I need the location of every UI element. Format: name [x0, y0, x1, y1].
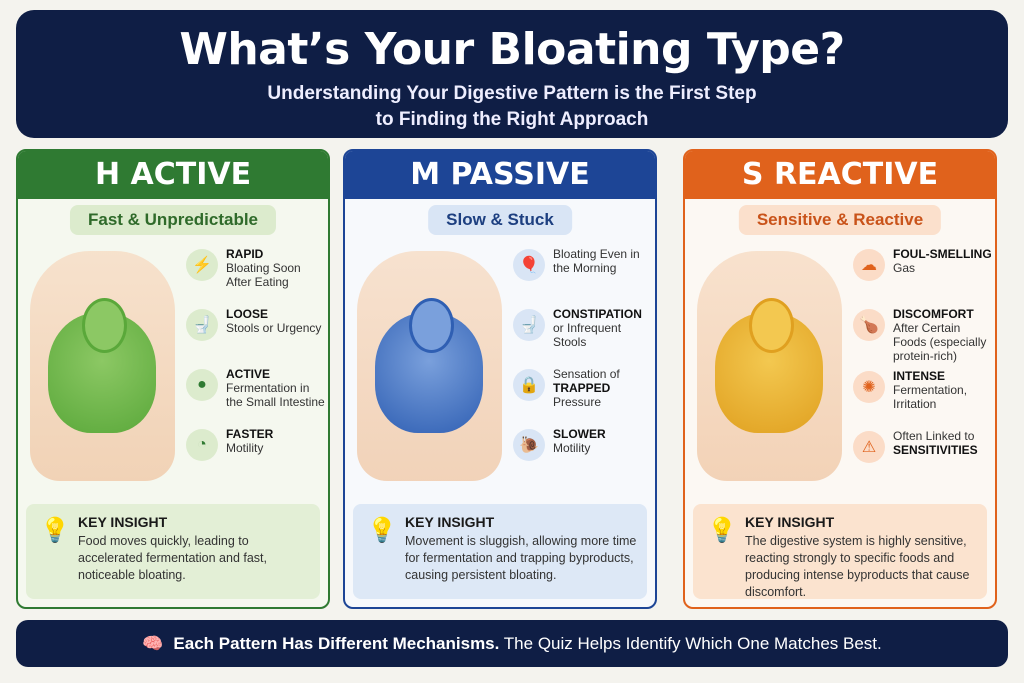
panel-subtitle: Sensitive & Reactive [738, 205, 942, 235]
symptom-text: Bloating Even in the Morning [553, 247, 640, 275]
symptom-text: Often Linked to [893, 429, 975, 443]
footer-text: The Quiz Helps Identify Which One Matche… [503, 633, 882, 653]
symptom-keyword: FOUL-SMELLING [893, 247, 992, 261]
key-insight-title: KEY INSIGHT [78, 514, 168, 530]
page-title: What’s Your Bloating Type? [179, 24, 845, 75]
symptom-detail: Bloating Soon After Eating [226, 261, 301, 289]
panel-title: M PASSIVE [345, 151, 655, 199]
symptom-detail: or Infrequent Stools [553, 321, 622, 349]
symptom-detail: Fermentation in the Small Intestine [226, 381, 325, 409]
footer-banner: 🧠 Each Pattern Has Different Mechanisms.… [16, 620, 1008, 667]
digestive-illustration [691, 243, 851, 483]
lightbulb-icon: 💡 [707, 517, 737, 544]
symptom-keyword: FASTER [226, 427, 274, 441]
panel-subtitle: Slow & Stuck [428, 205, 572, 235]
key-insight-box: 💡 KEY INSIGHT Food moves quickly, leadin… [26, 504, 320, 599]
symptom-keyword: SENSITIVITIES [893, 443, 978, 457]
symptom-detail: Fermentation, Irritation [893, 383, 968, 411]
key-insight-text: Movement is sluggish, allowing more time… [405, 534, 637, 582]
symptom-icon: 🔒 [513, 369, 545, 401]
symptom-keyword: INTENSE [893, 369, 946, 383]
symptom-keyword: CONSTIPATION [553, 307, 642, 321]
key-insight-text: The digestive system is highly sensitive… [745, 534, 970, 599]
header-banner: What’s Your Bloating Type? Understanding… [16, 10, 1008, 138]
symptom-text: Sensation of [553, 367, 620, 381]
symptom-keyword: DISCOMFORT [893, 307, 974, 321]
symptom-detail: Pressure [553, 395, 602, 409]
key-insight-box: 💡 KEY INSIGHT The digestive system is hi… [693, 504, 987, 599]
subtitle-line-1: Understanding Your Digestive Pattern is … [267, 83, 757, 104]
symptom-detail: Motility [226, 441, 264, 455]
symptom-icon: 🚽 [513, 309, 545, 341]
brain-icon: 🧠 [142, 633, 164, 653]
symptom-icon: 🚽 [186, 309, 218, 341]
symptom-icon: ⚠ [853, 431, 885, 463]
symptom-detail: Motility [553, 441, 591, 455]
symptom-list: 🎈 Bloating Even in the Morning 🚽 CONSTIP… [513, 247, 655, 481]
symptom-keyword: RAPID [226, 247, 264, 261]
symptom-keyword: LOOSE [226, 307, 269, 321]
footer-bold-text: Each Pattern Has Different Mechanisms. [173, 633, 500, 653]
stomach-illustration [749, 298, 794, 353]
symptom-keyword: ACTIVE [226, 367, 271, 381]
symptom-detail: After Certain Foods (especially protein-… [893, 321, 987, 363]
stomach-illustration [409, 298, 454, 353]
lightbulb-icon: 💡 [40, 517, 70, 544]
digestive-illustration [24, 243, 184, 483]
symptom-keyword: SLOWER [553, 427, 606, 441]
lightbulb-icon: 💡 [367, 517, 397, 544]
symptom-detail: Stools or Urgency [226, 321, 322, 335]
symptom-icon: 🎈 [513, 249, 545, 281]
panel-subtitle: Fast & Unpredictable [69, 205, 277, 235]
digestive-illustration [351, 243, 511, 483]
symptom-keyword: TRAPPED [553, 381, 611, 395]
subtitle-line-2: to Finding the Right Approach [375, 109, 649, 130]
symptom-detail: Gas [893, 261, 916, 275]
key-insight-title: KEY INSIGHT [405, 514, 495, 530]
key-insight-title: KEY INSIGHT [745, 514, 835, 530]
symptom-icon: ✺ [853, 371, 885, 403]
stomach-illustration [82, 298, 127, 353]
panel-title: S REACTIVE [685, 151, 995, 199]
panel-title: H ACTIVE [18, 151, 328, 199]
symptom-icon: ☁ [853, 249, 885, 281]
key-insight-text: Food moves quickly, leading to accelerat… [78, 534, 268, 582]
symptom-icon: ◔ [186, 429, 218, 461]
symptom-icon: 🐌 [513, 429, 545, 461]
symptom-icon: 🍗 [853, 309, 885, 341]
panel-m-passive: M PASSIVE Slow & Stuck 🎈 Bloating Even i… [343, 149, 657, 609]
key-insight-box: 💡 KEY INSIGHT Movement is sluggish, allo… [353, 504, 647, 599]
symptom-icon: ⚡ [186, 249, 218, 281]
symptom-text-block: Bloating Even in the Morning [553, 247, 655, 275]
symptom-item: 🎈 Bloating Even in the Morning [513, 247, 655, 301]
panel-s-reactive: S REACTIVE Sensitive & Reactive ☁ FOUL-S… [683, 149, 997, 609]
symptom-icon: ● [186, 369, 218, 401]
footer-message: Each Pattern Has Different Mechanisms. T… [173, 634, 881, 654]
